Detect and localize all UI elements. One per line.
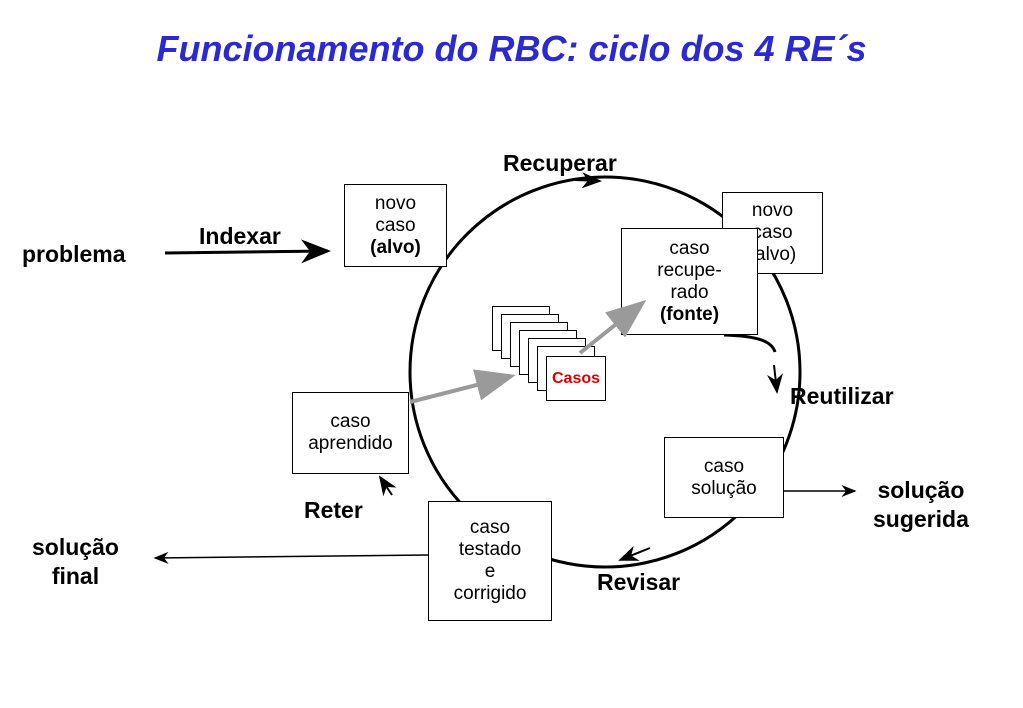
box-line: corrigido xyxy=(453,583,527,604)
box-line: solução xyxy=(691,477,757,499)
revisar-arrowhead xyxy=(618,545,651,561)
reter-label: Reter xyxy=(304,497,363,523)
box-line: rado xyxy=(670,281,709,303)
box-line: (alvo) xyxy=(748,244,797,265)
indexar-label: Indexar xyxy=(199,223,281,249)
output-line: solução xyxy=(877,477,965,503)
output-line: solução xyxy=(32,534,119,560)
output-line: final xyxy=(51,563,100,589)
solucao-final-arrow xyxy=(153,551,429,564)
reter-arrowhead xyxy=(378,475,397,497)
recuperado-link-curve xyxy=(723,333,777,353)
caso-solucao-box: caso solução xyxy=(664,437,784,518)
problema-label: problema xyxy=(22,241,126,267)
caso-testado-box: caso testado e corrigido xyxy=(428,501,552,621)
caso-aprendido-box: caso aprendido xyxy=(292,392,409,474)
novo-caso-alvo-box: novo caso (alvo) xyxy=(344,184,447,267)
casos-box: Casos xyxy=(546,356,606,401)
box-line: (fonte) xyxy=(659,303,720,325)
problema-arrow xyxy=(164,239,331,264)
box-line: (alvo) xyxy=(370,236,421,258)
output-line: sugerida xyxy=(873,506,969,532)
box-line: caso xyxy=(703,455,745,477)
box-line: testado xyxy=(458,539,522,560)
reutilizar-arrowhead xyxy=(767,364,783,394)
box-line: caso xyxy=(375,214,416,236)
box-line: e xyxy=(484,561,496,582)
box-line: caso xyxy=(330,411,371,432)
box-line: recupe- xyxy=(657,259,722,281)
reutilizar-label: Reutilizar xyxy=(790,383,894,409)
box-line: aprendido xyxy=(308,433,393,454)
revisar-label: Revisar xyxy=(597,569,681,595)
caso-recuperado-box: caso recupe- rado (fonte) xyxy=(621,228,758,335)
recuperar-label: Recuperar xyxy=(503,150,617,176)
box-line: novo xyxy=(751,200,794,221)
page-title: Funcionamento do RBC: ciclo dos 4 RE´s xyxy=(156,28,867,69)
cycle-circle xyxy=(408,175,802,569)
casos-label: Casos xyxy=(551,369,601,387)
box-line: caso xyxy=(752,222,793,243)
solucao-final-label: solução final xyxy=(32,533,119,591)
solucao-sugerida-label: solução sugerida xyxy=(873,476,969,534)
box-line: caso xyxy=(669,237,710,259)
box-line: novo xyxy=(374,192,417,214)
recuperar-arrowhead xyxy=(574,172,602,189)
box-line: caso xyxy=(469,517,511,538)
